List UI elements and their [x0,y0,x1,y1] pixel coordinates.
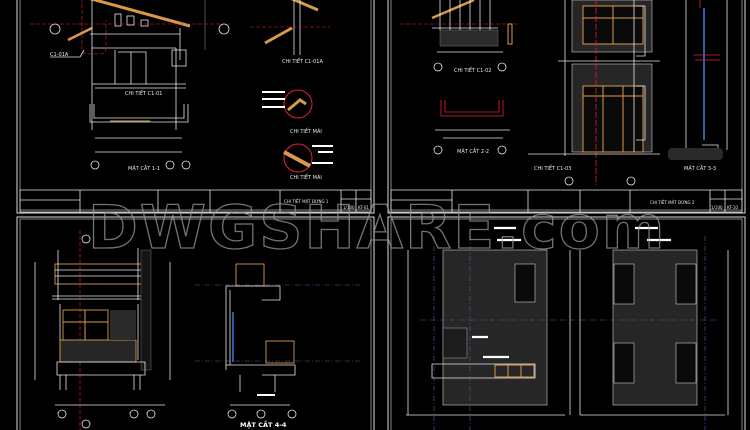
sheet-top-right[interactable]: CHI TIẾT C1-02 MẶT CẮT 2-2 CHI TIẾT C1-0… [387,0,746,214]
section-33-label: MẶT CẮT 3-3 [684,164,716,172]
watermark: DWGSHARE.com [88,193,666,263]
roof-detail-2-label: CHI TIẾT MÁI [290,173,322,181]
title-block-scale: 1/100 [711,205,723,210]
detail-c101a-label: CHI TIẾT C1-01A [282,57,323,65]
roof-detail-1-label: CHI TIẾT MÁI [290,127,322,135]
tag-label: C1-01A [50,52,69,58]
detail-c101-label: CHI TIẾT C1-01 [125,89,163,97]
section-11-label: MẶT CẮT 1-1 [128,164,160,172]
title-block: CHI TIẾT MẶT ĐỨNG 2 1/100 KT-10 [390,189,743,213]
section-44-label: MẶT CẮT 4-4 [240,419,287,429]
detail-c102-label: CHI TIẾT C1-02 [454,66,492,74]
title-block-sheet-no: KT-10 [727,205,738,210]
title-block-sheet-no: KT-01 [358,205,369,210]
section-22-label: MẶT CẮT 2-2 [457,147,489,155]
title-block: CHI TIẾT MẶT ĐỨNG 1 1/100 KT-01 [19,189,372,213]
sheet-top-left[interactable]: C1-01A CHI TIẾT C1-01 MẶT CẮT 1-1 CHI TI… [16,0,375,214]
title-block-title: CHI TIẾT MẶT ĐỨNG 2 [650,199,695,205]
detail-c103-label: CHI TIẾT C1-03 [534,164,572,172]
sheet-bottom-left[interactable]: MẶT CẮT 4-4 [16,216,375,430]
sheet-bottom-right[interactable] [387,216,746,430]
title-block-title: CHI TIẾT MẶT ĐỨNG 1 [284,198,329,204]
title-block-scale: 1/100 [343,205,355,210]
